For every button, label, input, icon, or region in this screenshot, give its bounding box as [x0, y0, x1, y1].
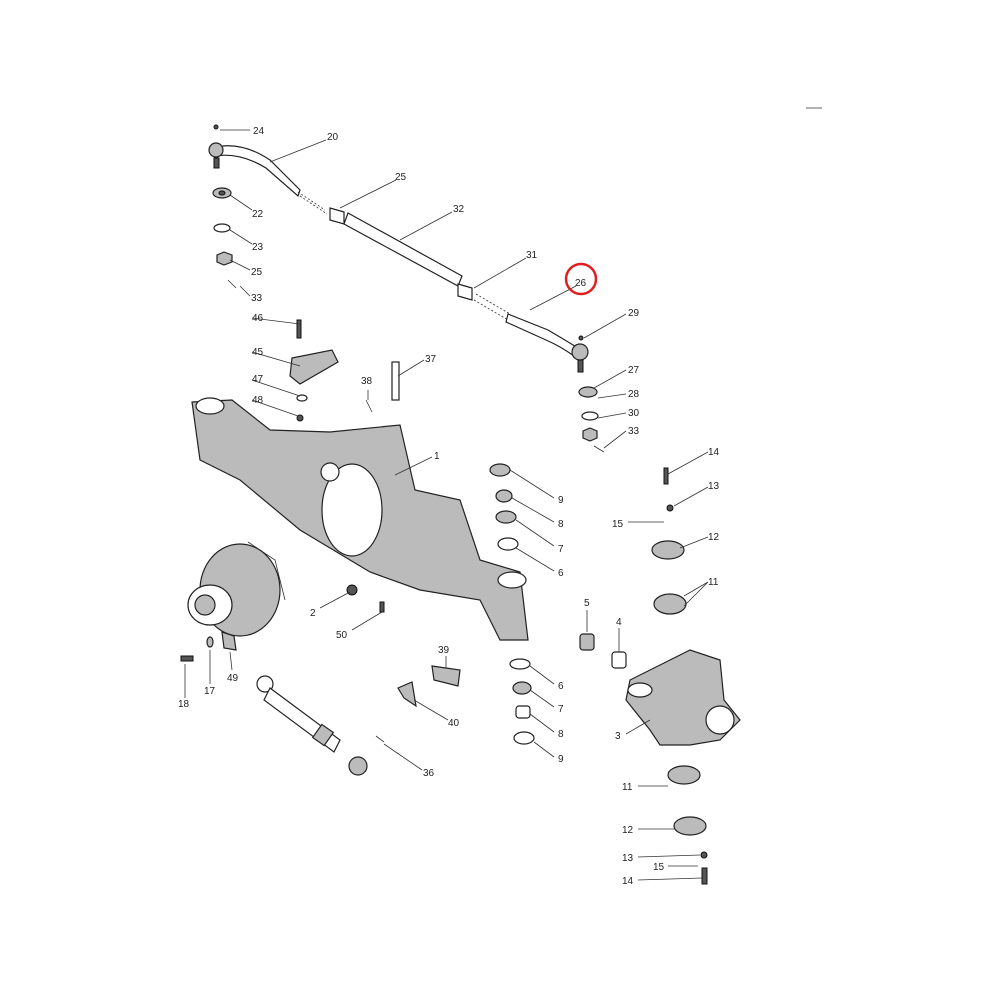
- callout-label: 12: [708, 532, 720, 543]
- left-small-parts: [212, 187, 400, 422]
- callout-label: 28: [628, 389, 640, 400]
- callout-label: 6: [558, 568, 564, 579]
- callout-label: 50: [336, 630, 348, 641]
- callout-label: 11: [622, 782, 633, 793]
- callout-label: 46: [252, 313, 264, 324]
- right-small-parts: [489, 386, 708, 885]
- callout-label: 7: [558, 544, 564, 555]
- callout-label: 17: [204, 686, 216, 697]
- callout-label: 7: [558, 704, 564, 715]
- callout-label: 13: [708, 481, 720, 492]
- highlight-circle: [564, 262, 598, 296]
- callout-label: 15: [612, 519, 624, 530]
- tie-rod-assembly: [208, 124, 589, 373]
- callout-label: 2: [310, 608, 316, 619]
- callout-label: 25: [251, 267, 263, 278]
- callout-label: 39: [438, 645, 450, 656]
- callout-label: 36: [423, 768, 435, 779]
- callout-label: 33: [251, 293, 263, 304]
- callout-label: 27: [628, 365, 640, 376]
- callout-label: 8: [558, 519, 564, 530]
- axle-housing: [191, 397, 529, 641]
- callout-label: 13: [622, 853, 634, 864]
- differential: [187, 541, 286, 637]
- callout-label: 24: [253, 126, 265, 137]
- callout-label: 8: [558, 729, 564, 740]
- callout-label: 49: [227, 673, 239, 684]
- callout-label: 29: [628, 308, 640, 319]
- callout-label: 37: [425, 354, 437, 365]
- callout-label: 31: [526, 250, 538, 261]
- callout-labels: 24 20 25 22 32 23 25 31 26 33 29 46 37 4…: [178, 126, 720, 887]
- callout-label: 40: [448, 718, 460, 729]
- callout-label: 33: [628, 426, 640, 437]
- callout-label: 4: [616, 617, 622, 628]
- leader-lines: [184, 129, 709, 881]
- callout-label: 20: [327, 132, 339, 143]
- callout-label: 9: [558, 495, 564, 506]
- callout-label: 38: [361, 376, 373, 387]
- callout-label: 22: [252, 209, 264, 220]
- callout-label: 5: [584, 598, 590, 609]
- callout-label: 18: [178, 699, 190, 710]
- callout-label: 45: [252, 347, 264, 358]
- steering-knuckle: [625, 649, 741, 746]
- callout-label: 30: [628, 408, 640, 419]
- callout-label: 14: [708, 447, 720, 458]
- callout-label: 14: [622, 876, 634, 887]
- steering-cylinder: [180, 584, 461, 776]
- callout-label-highlighted: 26: [575, 278, 587, 289]
- callout-label: 12: [622, 825, 634, 836]
- callout-label: 15: [653, 862, 665, 873]
- callout-label: 11: [708, 577, 719, 588]
- callout-label: 9: [558, 754, 564, 765]
- callout-label: 25: [395, 172, 407, 183]
- callout-label: 47: [252, 374, 264, 385]
- callout-label: 23: [252, 242, 264, 253]
- callout-label: 32: [453, 204, 465, 215]
- callout-label: 3: [615, 731, 621, 742]
- callout-label: 48: [252, 395, 264, 406]
- callout-label: 1: [434, 451, 440, 462]
- callout-label: 6: [558, 681, 564, 692]
